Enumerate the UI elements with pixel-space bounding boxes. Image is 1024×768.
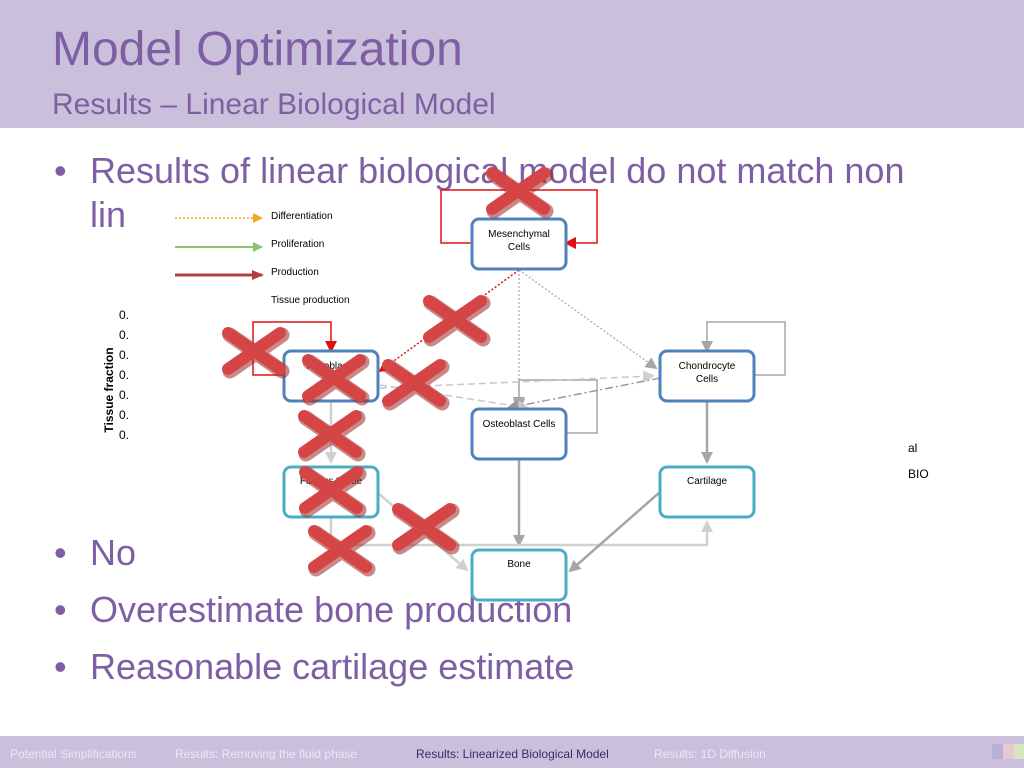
node-mesenchymal-label-2: Cells bbox=[508, 242, 530, 253]
bullet-dot: • bbox=[54, 646, 67, 687]
bullet-1-continuation: lin bbox=[90, 194, 127, 235]
osteoblast-proliferation-loop bbox=[513, 379, 598, 434]
cross-mark-icon bbox=[314, 531, 368, 569]
node-fibrous-tissue-label: Fibrous tissue bbox=[300, 476, 363, 487]
color-swatch bbox=[1003, 744, 1014, 759]
node-chondrocyte-label-2: Cells bbox=[696, 374, 718, 385]
bullet-4: • Reasonable cartilage estimate bbox=[54, 645, 574, 689]
chart-legend-fragment: BIO bbox=[908, 467, 929, 481]
node-cartilage: Cartilage bbox=[658, 465, 756, 519]
bullet-dot: • bbox=[54, 532, 67, 573]
color-swatch bbox=[1014, 744, 1024, 759]
chart-legend-fragment: al bbox=[908, 441, 918, 455]
node-chondrocyte-cells: Chondrocyte Cells bbox=[658, 349, 756, 403]
chart-tick-label: 0. bbox=[119, 328, 130, 342]
bullet-2-text: No bbox=[90, 532, 137, 573]
color-swatch bbox=[992, 744, 1003, 759]
cross-mark-icon bbox=[398, 509, 452, 547]
cartilage-to-bone-arrow bbox=[568, 491, 661, 573]
cross-mark-icon bbox=[228, 333, 282, 371]
node-bone-label: Bone bbox=[507, 559, 531, 570]
node-osteoblast-label: Osteoblast Cells bbox=[483, 419, 556, 430]
node-fibroblasts-label: Fibroblasts bbox=[307, 361, 356, 372]
nav-link-1d-diffusion[interactable]: Results: 1D Diffusion bbox=[654, 747, 766, 761]
chart-tick-label: 0. bbox=[119, 408, 130, 422]
legend-production-label: Production bbox=[271, 267, 319, 278]
legend-differentiation-label: Differentiation bbox=[271, 211, 333, 222]
chart-tick-label: 0. bbox=[119, 388, 130, 402]
nav-link-potential-simplifications[interactable]: Potential Simplifications bbox=[10, 747, 137, 761]
cross-mark-icon bbox=[492, 173, 546, 211]
bullet-dot: • bbox=[54, 589, 67, 630]
node-osteoblast-cells: Osteoblast Cells bbox=[470, 407, 568, 461]
chondrocyte-proliferation-loop bbox=[701, 321, 786, 376]
slide-subtitle: Results – Linear Biological Model bbox=[52, 88, 496, 121]
fibroblast-proliferation-loop bbox=[252, 321, 337, 376]
chart-tick-label: 0. bbox=[119, 428, 130, 442]
cross-mark-icon bbox=[388, 365, 442, 403]
fibrous-to-cartilage-arrow bbox=[329, 517, 713, 547]
chart-tick-label: 0. bbox=[119, 368, 130, 382]
nav-link-linearized-biological-model[interactable]: Results: Linearized Biological Model bbox=[416, 747, 609, 761]
title-banner bbox=[0, 0, 1024, 128]
cross-mark-icon bbox=[429, 301, 483, 339]
chart-tick-label: 0. bbox=[119, 348, 130, 362]
nav-link-removing-fluid-phase[interactable]: Results: Removing the fluid phase bbox=[175, 747, 358, 761]
chondrocyte-to-osteoblast-arrow bbox=[506, 377, 661, 412]
bullet-4-text: Reasonable cartilage estimate bbox=[90, 646, 575, 687]
bullet-dot: • bbox=[54, 150, 67, 191]
slide-title: Model Optimization bbox=[52, 23, 463, 76]
node-bone: Bone bbox=[470, 548, 568, 602]
footer-nav-bar: Potential Simplifications Results: Remov… bbox=[0, 736, 1024, 768]
node-cartilage-label: Cartilage bbox=[687, 476, 727, 487]
bullet-2: • No bbox=[54, 531, 136, 575]
chart-tick-label: 0. bbox=[119, 308, 130, 322]
legend-tissue-production-label: Tissue production bbox=[271, 295, 350, 306]
node-chondrocyte-label-1: Chondrocyte bbox=[679, 361, 736, 372]
node-mesenchymal-label-1: Mesenchymal bbox=[488, 229, 550, 240]
legend-proliferation-label: Proliferation bbox=[271, 239, 324, 250]
node-mesenchymal-cells: Mesenchymal Cells bbox=[470, 217, 568, 271]
mesenchymal-to-chondrocyte-arrow bbox=[518, 269, 658, 370]
